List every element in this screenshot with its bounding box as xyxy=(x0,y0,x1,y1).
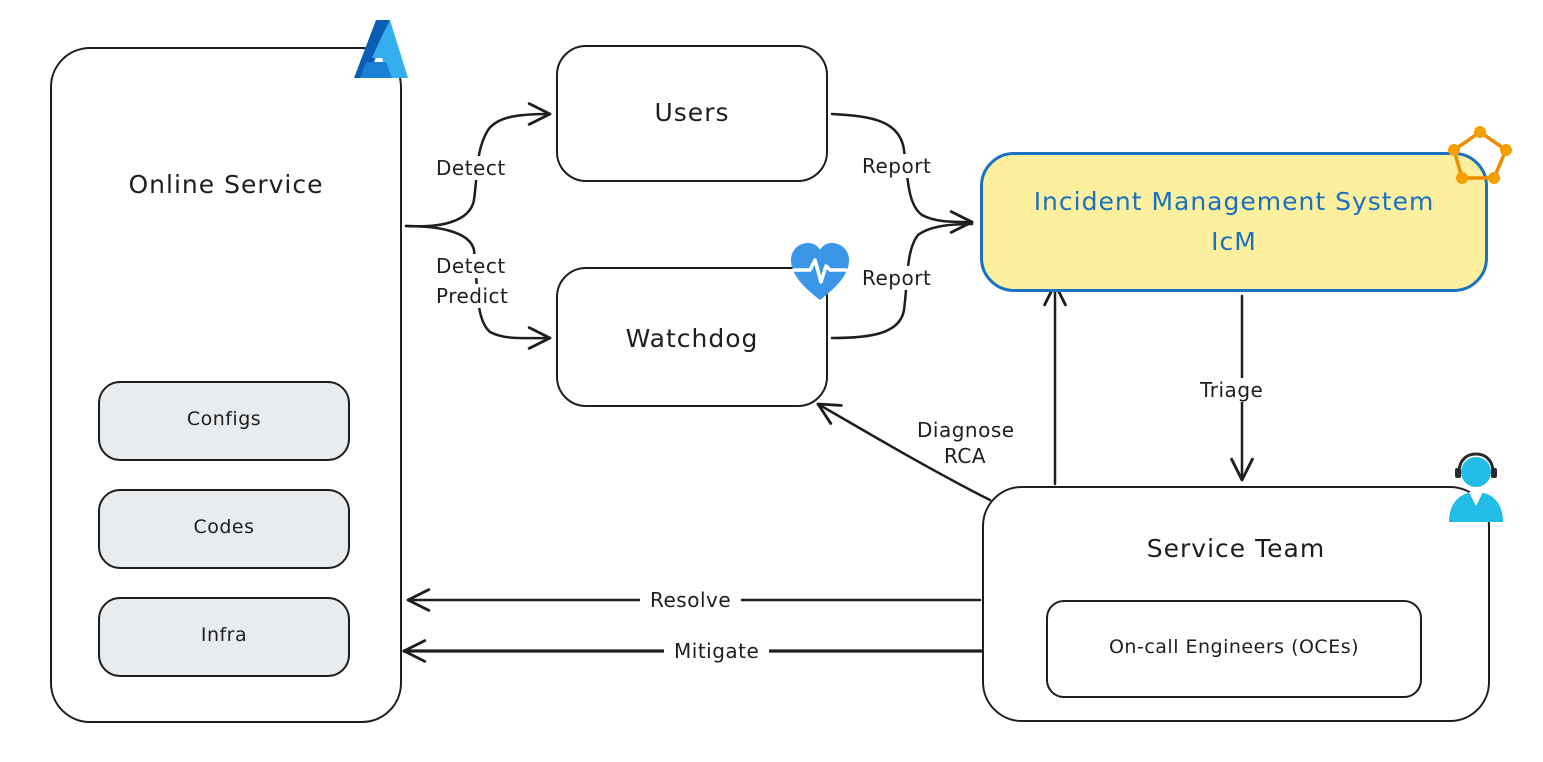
edge-label-diagnose-2: RCA xyxy=(938,444,993,468)
edge-detect-predict xyxy=(404,224,552,350)
service-team-label: Service Team xyxy=(1146,534,1326,563)
icm-label-line1: Incident Management System xyxy=(1033,187,1435,216)
edge-label-report-users: Report xyxy=(856,154,938,178)
icm-label-line2: IcM xyxy=(1211,227,1257,256)
edge-diagnose xyxy=(816,402,992,502)
edge-label-detect-predict-2: Predict xyxy=(430,284,515,308)
configs-node[interactable] xyxy=(98,381,350,461)
edge-label-triage: Triage xyxy=(1194,378,1270,402)
edge-label-detect: Detect xyxy=(430,156,512,180)
azure-logo-icon xyxy=(354,20,408,78)
edge-label-resolve: Resolve xyxy=(640,588,742,612)
edge-label-diagnose-1: Diagnose xyxy=(911,418,1021,442)
network-graph-icon xyxy=(1448,126,1512,184)
infra-label: Infra xyxy=(200,624,248,646)
edge-label-report-watchdog: Report xyxy=(856,266,938,290)
online-service-label: Online Service xyxy=(128,170,324,199)
oces-label: On-call Engineers (OCEs) xyxy=(1108,636,1360,658)
users-label: Users xyxy=(654,98,730,127)
codes-label: Codes xyxy=(193,516,255,538)
infra-node[interactable] xyxy=(98,597,350,677)
heart-monitor-icon xyxy=(791,243,849,300)
icm-node[interactable] xyxy=(980,152,1488,292)
edge-label-mitigate: Mitigate xyxy=(664,639,770,663)
watchdog-label: Watchdog xyxy=(625,324,759,353)
codes-node[interactable] xyxy=(98,489,350,569)
edge-report-users xyxy=(830,112,974,234)
watchdog-node[interactable] xyxy=(556,267,828,407)
users-node[interactable] xyxy=(556,45,828,182)
configs-label: Configs xyxy=(186,408,262,430)
oces-node[interactable] xyxy=(1046,600,1422,698)
support-agent-icon xyxy=(1449,452,1503,522)
edge-label-detect-predict-1: Detect xyxy=(430,254,512,278)
